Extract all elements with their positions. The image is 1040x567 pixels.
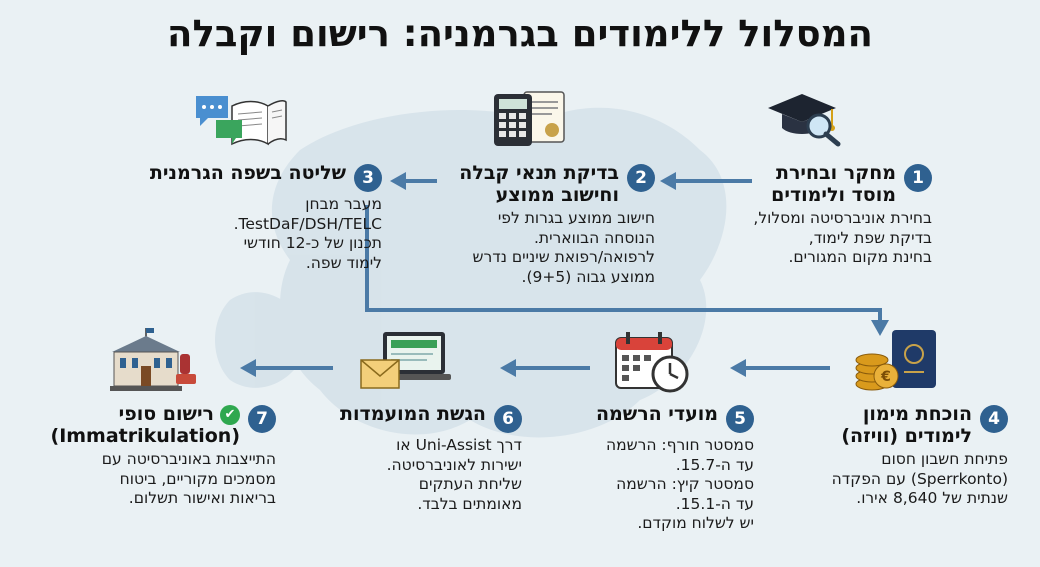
step-number: 3 <box>354 164 382 192</box>
step-description: בחירת אוניברסיטה ומסלול, בדיקת שפת לימוד… <box>753 209 932 266</box>
step-title: הוכחת מימון לימודים (וויזה) <box>841 403 972 447</box>
step-number: 1 <box>904 164 932 192</box>
step-title: שליטה בשפה הגרמנית <box>149 162 346 184</box>
arrow-2-to-3 <box>390 172 437 190</box>
step-3: 3 שליטה בשפה הגרמנית מעבר מבחן TestDaF/D… <box>142 162 382 273</box>
svg-text:€: € <box>880 369 891 385</box>
step-6: 6 הגשת המועמדות דרך Uni-Assist או ישירות… <box>322 403 522 514</box>
step-title: מחקר ובחירת מוסד ולימודים <box>771 162 896 206</box>
calendar-clock-icon <box>615 332 689 393</box>
step-5: 5 מועדי הרשמה סמסטר חורף: הרשמה עד ה-15.… <box>574 403 754 534</box>
step-number: 2 <box>627 164 655 192</box>
calculator-icon <box>494 91 565 146</box>
arrow-4-to-5 <box>730 359 830 377</box>
step-number: 7 <box>248 405 276 433</box>
step-1: 1 מחקר ובחירת מוסד ולימודים בחירת אוניבר… <box>722 162 932 268</box>
arrow-3-to-4 <box>365 205 889 336</box>
check-icon: ✔ <box>220 404 240 425</box>
step-description: מעבר מבחן TestDaF/DSH/TELC. תכנון של כ-1… <box>233 195 382 272</box>
page-title: המסלול ללימודים בגרמניה: רישום וקבלה <box>167 12 873 55</box>
coins-passport-icon: € <box>855 330 936 391</box>
speech-book-icon <box>196 96 287 146</box>
step-description: סמסטר חורף: הרשמה עד ה-15.7. סמסטר קיץ: … <box>605 436 754 532</box>
step-title: הגשת המועמדות <box>340 403 486 425</box>
step-description: התייצבות באוניברסיטה עם מסמכים מקוריים, … <box>101 450 276 507</box>
magnifier-icon <box>806 113 841 147</box>
graduation-cap-icon <box>768 94 841 147</box>
step-4: 4 הוכחת מימון לימודים (וויזה) פתיחת חשבו… <box>798 403 1008 509</box>
step-title: ✔רישום סופי (Immatrikulation) <box>50 403 240 447</box>
step-number: 4 <box>980 405 1008 433</box>
step-title: בדיקת תנאי קבלה וחישוב ממוצע <box>459 162 619 206</box>
step-7: 7 ✔רישום סופי (Immatrikulation) התייצבות… <box>26 403 276 509</box>
university-stamp-icon <box>110 328 196 391</box>
step-number: 5 <box>726 405 754 433</box>
step-description: חישוב ממוצע בגרות לפי הנוסחה הבווארית. ל… <box>472 209 656 286</box>
step-2: 2 בדיקת תנאי קבלה וחישוב ממוצע חישוב ממו… <box>445 162 655 287</box>
step-description: פתיחת חשבון חסום (Sperrkonto) עם הפקדה ש… <box>831 450 1008 507</box>
arrow-1-to-2 <box>660 172 752 190</box>
laptop-envelope-icon <box>360 332 451 389</box>
step-number: 6 <box>494 405 522 433</box>
step-title: מועדי הרשמה <box>595 403 718 425</box>
arrow-6-to-7 <box>240 359 333 377</box>
step-description: דרך Uni-Assist או ישירות לאוניברסיטה. של… <box>386 436 522 513</box>
arrow-5-to-6 <box>500 359 590 377</box>
